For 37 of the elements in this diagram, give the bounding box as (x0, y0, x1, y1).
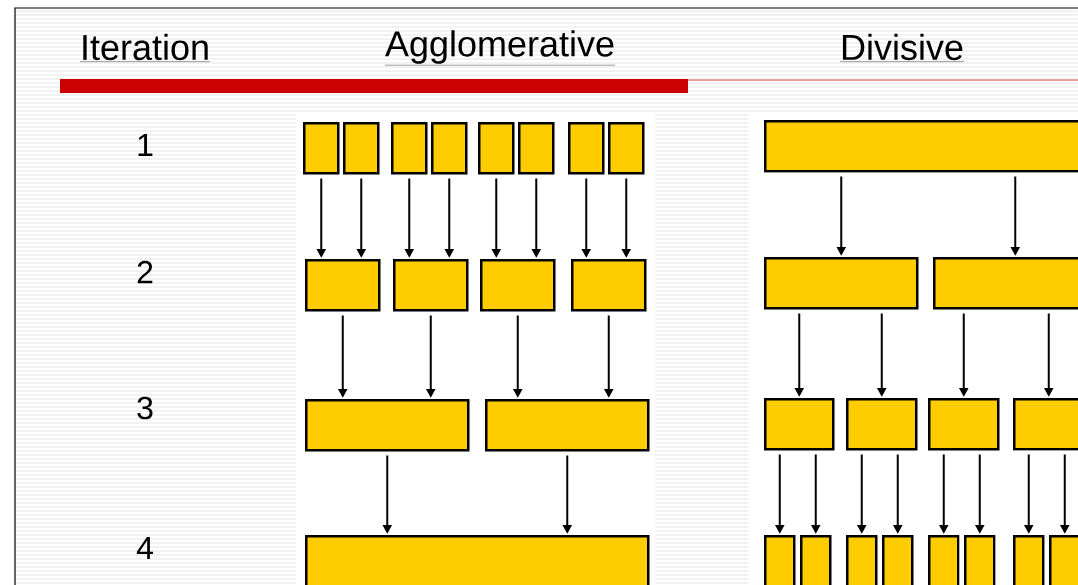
cluster-box (303, 122, 340, 175)
cluster-box (608, 122, 645, 175)
cluster-box (846, 398, 918, 451)
cluster-box (928, 398, 1000, 451)
cluster-box (305, 535, 650, 585)
cluster-box (1049, 535, 1078, 585)
cluster-box (518, 122, 555, 175)
cluster-box (485, 399, 650, 452)
cluster-box (1013, 398, 1078, 451)
cluster-box (764, 120, 1078, 173)
cluster-box (431, 122, 468, 175)
column-heading: Agglomerative (384, 30, 616, 66)
cluster-box (933, 257, 1078, 310)
iteration-number: 1 (138, 134, 153, 156)
column-heading: Divisive (839, 33, 965, 62)
cluster-box (305, 259, 381, 312)
cluster-box (846, 535, 878, 585)
cluster-box (343, 122, 380, 175)
cluster-box (800, 535, 832, 585)
cluster-box (764, 257, 919, 310)
iteration-number: 4 (136, 537, 153, 559)
cluster-box (571, 259, 647, 312)
cluster-box (393, 259, 469, 312)
cluster-box (928, 535, 960, 585)
iteration-number: 3 (137, 396, 153, 420)
cluster-box (882, 535, 914, 585)
cluster-box (964, 535, 996, 585)
column-heading: Iteration (79, 33, 211, 62)
cluster-box (764, 535, 796, 585)
cluster-box (391, 122, 428, 175)
cluster-box (764, 398, 835, 451)
cluster-box (1013, 535, 1045, 585)
iteration-number: 2 (137, 260, 153, 284)
cluster-box (305, 399, 470, 452)
cluster-box (478, 122, 515, 175)
cluster-box (568, 122, 605, 175)
cluster-box (480, 259, 556, 312)
